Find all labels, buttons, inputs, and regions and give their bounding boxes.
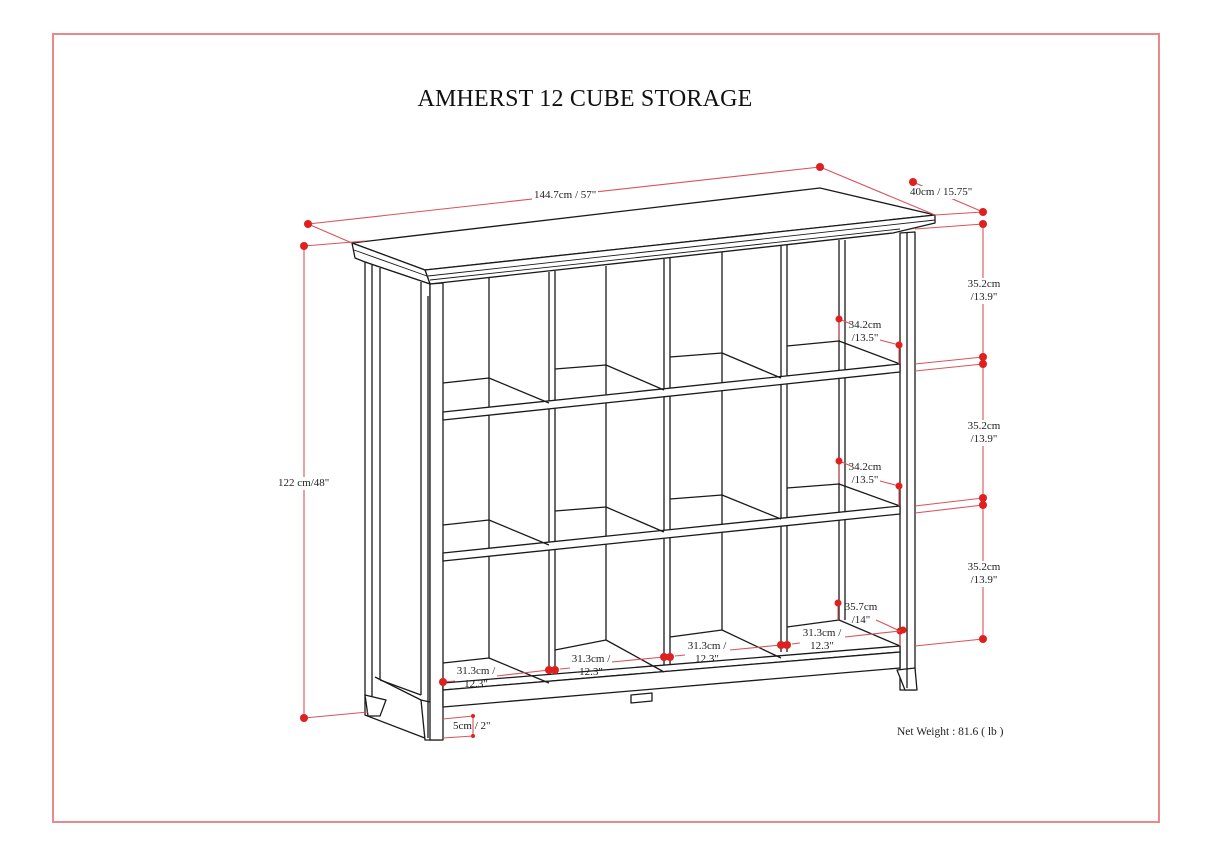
- cube-depth-in: /13.5": [851, 474, 879, 486]
- cube-height-in: /13.9": [970, 291, 998, 303]
- cube-width-label-2: 31.3cm / 12.3": [567, 653, 615, 679]
- cube-width-in: 12.3": [810, 640, 834, 652]
- cube-depth-cm: 34.2cm: [848, 319, 882, 331]
- cube-depth-cm: 35.7cm: [844, 601, 878, 613]
- cube-width-cm: 31.3cm /: [571, 653, 611, 665]
- cube-width-cm: 31.3cm /: [456, 665, 496, 677]
- cube-depth-cm: 34.2cm: [848, 461, 882, 473]
- cube-height-cm: 35.2cm: [967, 278, 1001, 290]
- cube-depth-label-middle: 34.2cm /13.5": [846, 461, 884, 487]
- cube-width-in: 12.3": [579, 666, 603, 678]
- cube-height-cm: 35.2cm: [967, 561, 1001, 573]
- cube-width-label-4: 31.3cm / 12.3": [798, 627, 846, 653]
- cube-depth-in: /13.5": [851, 332, 879, 344]
- cube-width-label-3: 31.3cm / 12.3": [683, 640, 731, 666]
- cube-depth-label-top: 34.2cm /13.5": [846, 319, 884, 345]
- height-dimension-label: 122 cm/48": [276, 477, 332, 490]
- bookcase-body: [351, 187, 936, 741]
- width-dimension-label: 144.7cm / 57": [532, 189, 599, 202]
- cube-height-cm: 35.2cm: [967, 420, 1001, 432]
- cube-width-label-1: 31.3cm / 12.3": [452, 665, 500, 691]
- cube-depth-label-bottom: 35.7cm /14": [842, 601, 880, 627]
- cube-height-label-middle: 35.2cm /13.9": [962, 420, 1006, 446]
- cube-width-cm: 31.3cm /: [802, 627, 842, 639]
- product-title: AMHERST 12 CUBE STORAGE: [417, 86, 753, 112]
- cube-depth-in: /14": [851, 614, 871, 626]
- cube-height-in: /13.9": [970, 433, 998, 445]
- cube-width-in: 12.3": [695, 653, 719, 665]
- cube-height-label-bottom: 35.2cm /13.9": [962, 561, 1006, 587]
- leg-height-label: 5cm / 2": [453, 720, 491, 732]
- page-border-frame: [52, 33, 1160, 823]
- cube-width-in: 12.3": [464, 678, 488, 690]
- depth-dimension-label: 40cm / 15.75": [908, 186, 975, 199]
- cube-height-in: /13.9": [970, 574, 998, 586]
- net-weight-label: Net Weight : 81.6 ( lb ): [897, 726, 1004, 738]
- cube-height-label-top: 35.2cm /13.9": [962, 278, 1006, 304]
- cube-width-cm: 31.3cm /: [687, 640, 727, 652]
